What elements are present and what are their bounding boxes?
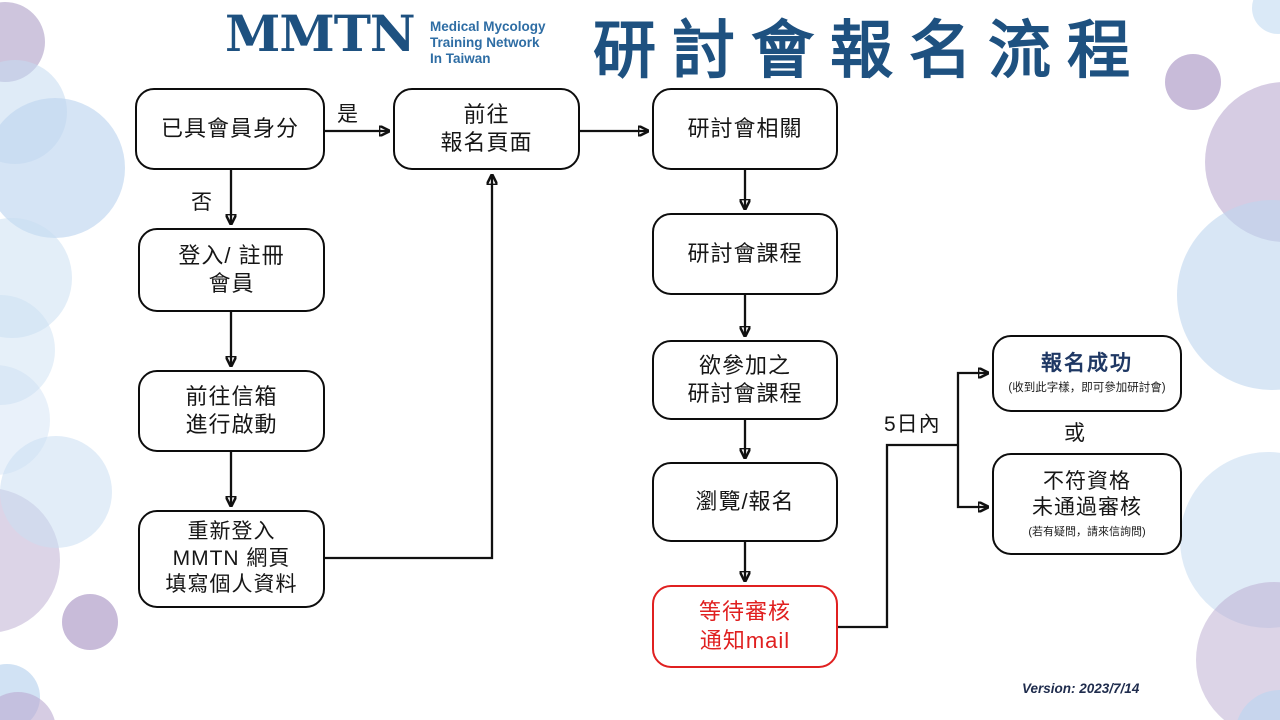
decor-circle [1165, 54, 1221, 110]
flow-box-seminar-related: 研討會相關 [652, 88, 838, 170]
flow-box-member-status: 已具會員身分 [135, 88, 325, 170]
tagline-line: In Taiwan [430, 50, 491, 66]
box-text: 前往 [463, 101, 510, 127]
box-text: 研討會課程 [687, 381, 803, 406]
edge-label-yes: 是 [337, 103, 359, 126]
edge-label-no: 否 [191, 191, 213, 214]
edge-branch-to-success [956, 373, 988, 445]
flow-box-mailbox-activation: 前往信箱 進行啟動 [138, 370, 325, 452]
tagline-line: Medical Mycology [430, 19, 546, 34]
flow-box-relogin-fill-profile: 重新登入 MMTN 網頁 填寫個人資料 [138, 510, 325, 608]
box-note: (收到此字樣，即可參加研討會) [1008, 382, 1166, 395]
box-text: 研討會相關 [687, 115, 803, 141]
edge-relogin-to-registration [325, 175, 492, 560]
box-text: 進行啟動 [185, 412, 278, 437]
box-text: 瀏覽/報名 [695, 488, 795, 514]
box-note: (若有疑問，請來信詢問) [1028, 526, 1146, 539]
edge-label-within-days: 5日內 [884, 413, 941, 436]
flow-box-register-success: 報名成功 (收到此字樣，即可參加研討會) [992, 335, 1182, 412]
edge-label-or: 或 [1064, 422, 1086, 445]
page-title: 研討會報名流程 [593, 16, 1146, 86]
box-text: 登入/ 註冊 [178, 242, 285, 268]
flow-box-browse-register: 瀏覽/報名 [652, 462, 838, 542]
flow-box-wait-review-mail: 等待審核 通知mail [652, 585, 838, 668]
mmtn-logo: MMTN [225, 4, 416, 63]
box-text: 報名頁面 [440, 130, 533, 155]
box-text: 會員 [208, 271, 255, 296]
box-text: 已具會員身分 [160, 115, 299, 141]
flow-box-not-qualified: 不符資格 未通過審核 (若有疑問，請來信詢問) [992, 453, 1182, 555]
flow-box-login-register: 登入/ 註冊 會員 [138, 228, 325, 312]
box-text: 研討會課程 [687, 240, 803, 266]
box-text: 通知mail [699, 627, 791, 653]
box-text: 不符資格 [1043, 469, 1131, 493]
edge-wait-to-branch [838, 443, 958, 629]
box-text: 欲參加之 [698, 352, 791, 378]
flow-box-goto-registration-page: 前往 報名頁面 [393, 88, 580, 170]
flow-box-seminar-courses: 研討會課程 [652, 213, 838, 295]
box-text: 等待審核 [698, 599, 791, 625]
box-title: 報名成功 [1041, 352, 1133, 376]
decor-circle [62, 594, 118, 650]
decor-circle [0, 436, 112, 548]
box-text: 重新登入 [187, 519, 276, 543]
decor-circle [0, 98, 125, 238]
box-text: 填寫個人資料 [165, 573, 298, 597]
box-text: 未通過審核 [1032, 496, 1142, 520]
mmtn-logo-tagline: Medical Mycology Training Network In Tai… [430, 19, 546, 67]
box-text: 前往信箱 [185, 383, 278, 409]
edge-branch-to-fail [956, 445, 988, 507]
version-label: Version: 2023/7/14 [1022, 681, 1140, 696]
box-text: MMTN 網頁 [172, 546, 291, 570]
flow-box-course-to-join: 欲參加之 研討會課程 [652, 340, 838, 420]
tagline-line: Training Network [430, 34, 540, 50]
